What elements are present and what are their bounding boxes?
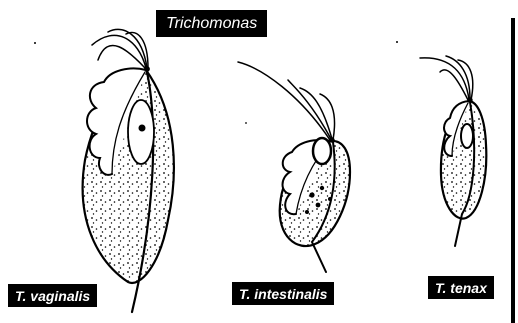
t-intestinalis-figure bbox=[238, 62, 350, 272]
t-tenax-figure bbox=[420, 56, 486, 246]
label-t-tenax: T. tenax bbox=[428, 276, 494, 299]
t-vaginalis-blepharoplast bbox=[145, 67, 150, 72]
t-tenax-blepharoplast bbox=[468, 98, 472, 102]
t-vaginalis-figure bbox=[83, 29, 174, 312]
speckle-marks bbox=[34, 41, 398, 124]
label-t-intestinalis: T. intestinalis bbox=[232, 282, 334, 305]
label-t-vaginalis: T. vaginalis bbox=[8, 284, 97, 307]
t-vaginalis-flagella bbox=[92, 29, 148, 68]
t-intestinalis-nucleus bbox=[313, 138, 331, 164]
right-edge-bar bbox=[511, 18, 515, 323]
t-vaginalis-nucleus bbox=[128, 100, 154, 164]
diagram-title: Trichomonas bbox=[156, 10, 267, 37]
t-intestinalis-blepharoplast bbox=[330, 138, 334, 142]
t-tenax-flagella bbox=[420, 56, 473, 100]
t-intestinalis-flagella bbox=[238, 62, 335, 140]
t-tenax-nucleus bbox=[461, 124, 473, 148]
t-vaginalis-nucleolus bbox=[139, 125, 145, 131]
